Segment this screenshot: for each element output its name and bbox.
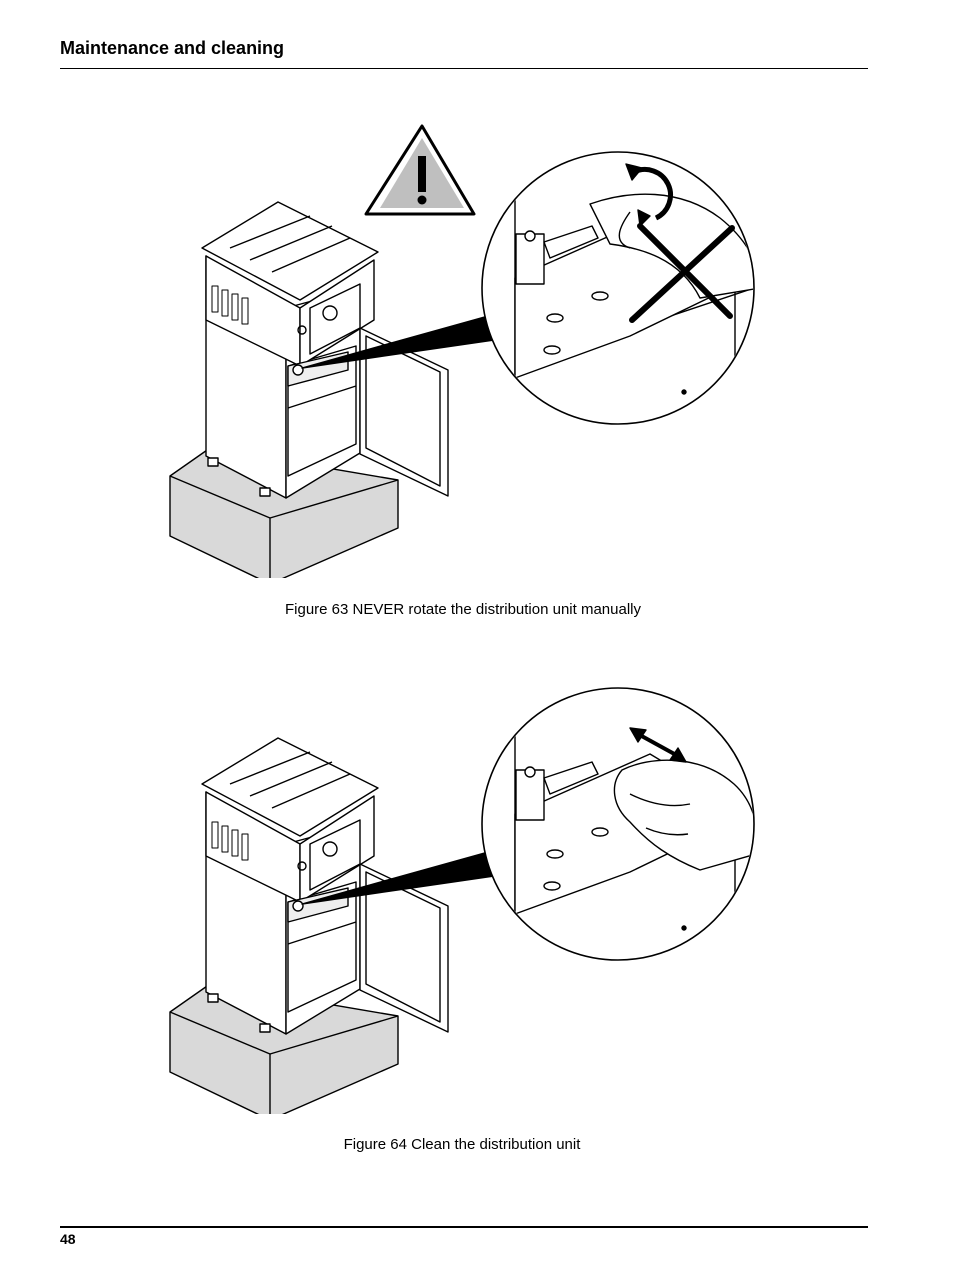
double-arrow-icon	[629, 727, 647, 743]
instrument-top	[201, 201, 379, 301]
header-divider	[60, 68, 868, 69]
figure-63-illustration	[160, 108, 770, 578]
cleaning-hand	[613, 759, 753, 871]
page-number: 48	[60, 1231, 76, 1247]
figure-64-caption: Figure 64 Clean the distribution unit	[343, 1136, 581, 1153]
footer-divider	[60, 1226, 868, 1228]
figure-64-illustration	[160, 644, 770, 1114]
instrument-top	[201, 737, 379, 837]
figure-63-caption: Figure 63 NEVER rotate the distribution …	[284, 601, 641, 618]
section-title: Maintenance and cleaning	[60, 38, 285, 58]
